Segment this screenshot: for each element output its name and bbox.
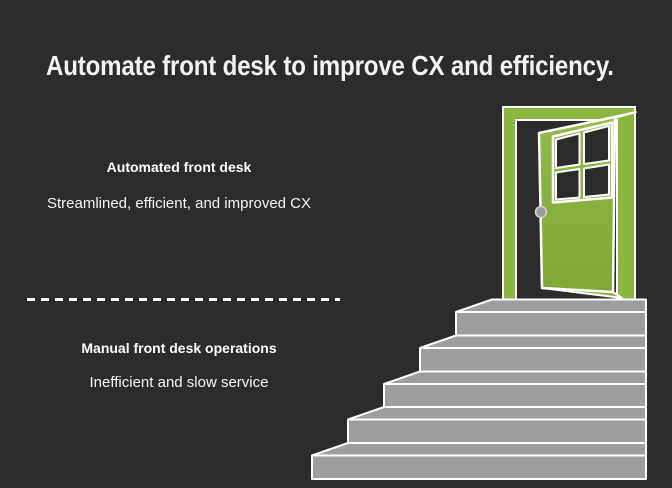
slide-title: Automate front desk to improve CX and ef… (46, 50, 614, 81)
door-window (551, 121, 614, 204)
window-pane-top-right (583, 125, 610, 165)
window-pane-top-left (555, 132, 581, 169)
automated-desk-heading: Automated front desk (106, 159, 252, 175)
window-pane-bottom-right (583, 163, 610, 198)
automated-desk-description: Streamlined, efficient, and improved CX (46, 195, 312, 212)
manual-desk-description: Inefficient and slow service (89, 374, 269, 391)
manual-desk-heading: Manual front desk operations (81, 340, 277, 356)
staircase-step-lines (312, 311, 646, 457)
window-pane-bottom-left (555, 168, 581, 201)
staircase (311, 298, 647, 480)
door-knob (534, 205, 548, 219)
dashed-divider (27, 298, 340, 301)
